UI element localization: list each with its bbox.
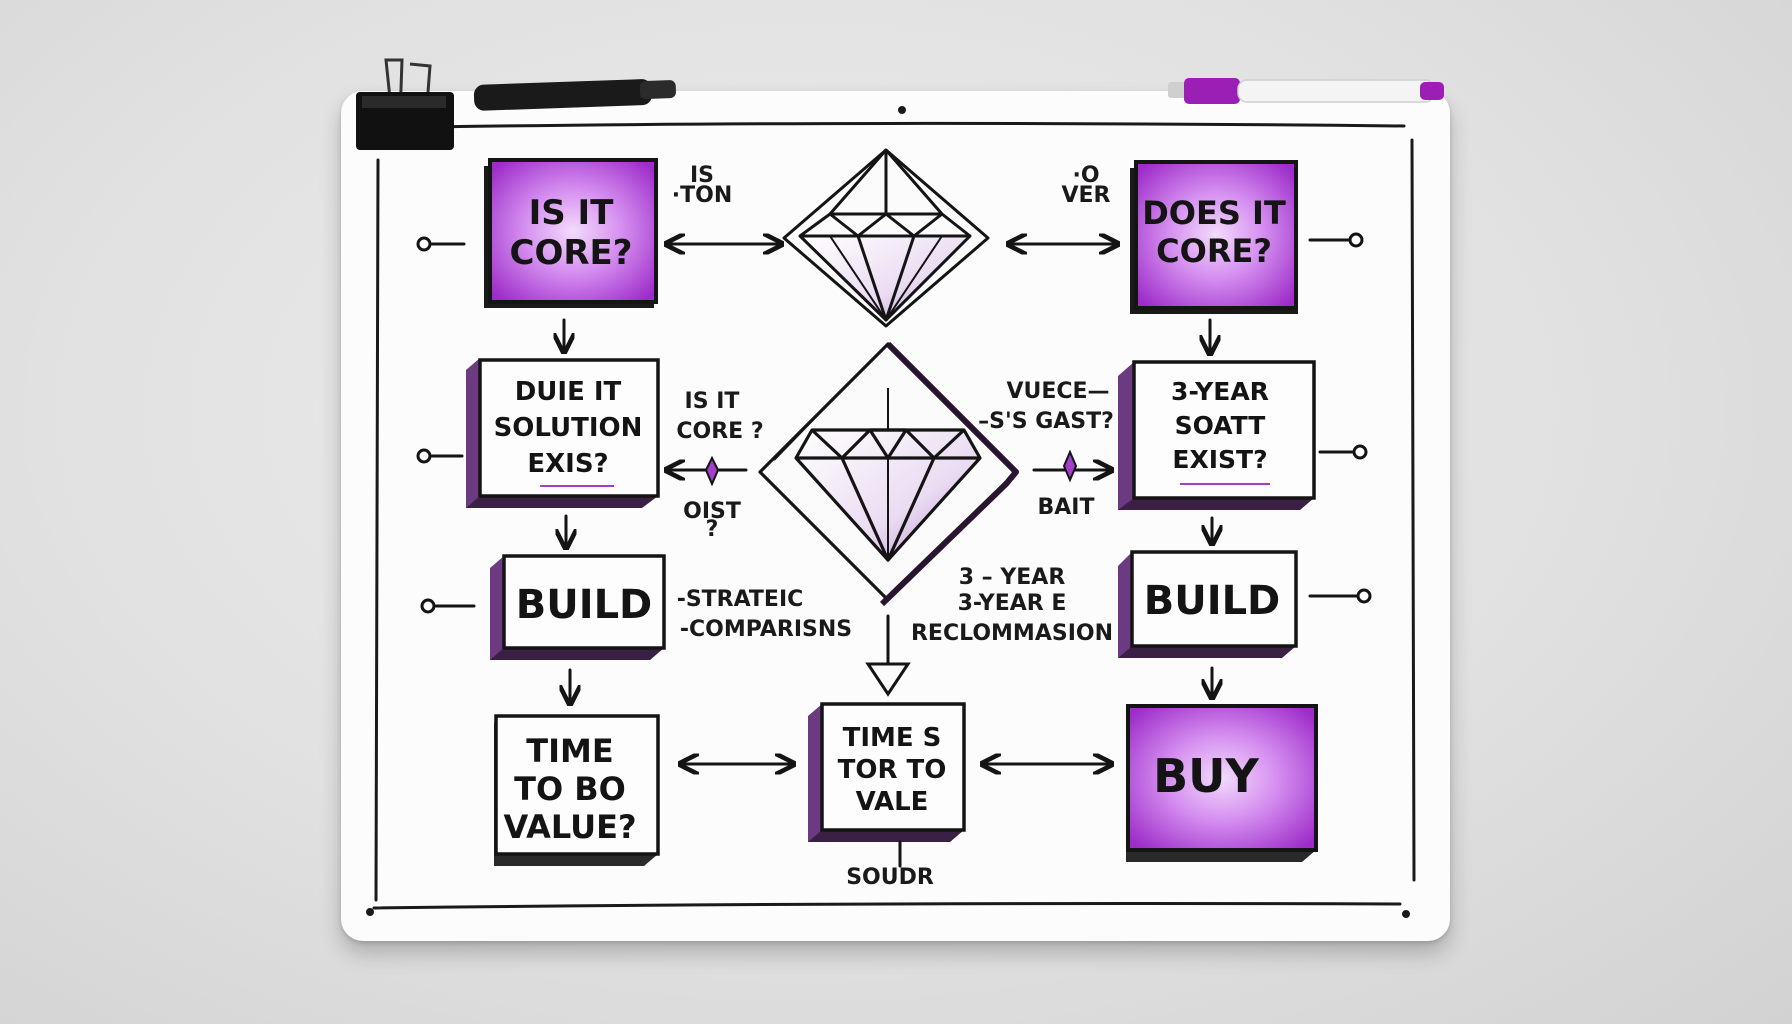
note-is-it-core-line2: CORE ? (676, 419, 763, 444)
box-duie-line1: DUIE IT (515, 377, 622, 407)
note-recommendation-line2: 3-YEAR E (958, 591, 1067, 616)
note-oist-line1: OIST (683, 499, 741, 524)
center-down-triangle (865, 662, 911, 697)
note-recommendation-line1: 3 – YEAR (959, 565, 1066, 590)
box-time-bo-line1: TIME (526, 732, 613, 770)
box-duie-line3: EXIS? (527, 449, 608, 479)
note-strategic-line1: -STRATEIC (677, 587, 804, 612)
box-time-to-bo-value: TIME TO BO VALUE? (494, 714, 660, 866)
box-build-left: BUILD (490, 554, 666, 660)
box-duie-it-solution: DUIE IT SOLUTION EXIS? (466, 358, 660, 508)
box-three-year-soatt: 3-YEAR SOATT EXIST? (1118, 360, 1316, 510)
gem-diamond-top (782, 148, 990, 328)
box-soatt-line1: 3-YEAR (1171, 377, 1269, 406)
note-bait: BAIT (1038, 495, 1095, 520)
board-frame (366, 106, 1416, 918)
note-o-ver-line2: VER (1062, 183, 1111, 208)
box-does-it-core-line1: DOES IT (1142, 194, 1286, 232)
box-time-bo-line3: VALUE? (503, 808, 636, 846)
box-build-left-label: BUILD (516, 582, 653, 628)
note-recommendation-line3: RECLOMMASION (911, 621, 1113, 646)
box-does-it-core: DOES IT CORE? (1130, 160, 1298, 314)
box-build-right-label: BUILD (1144, 578, 1281, 624)
box-vale-line3: VALE (856, 787, 929, 817)
note-is-it-core-line1: IS IT (685, 389, 740, 414)
box-soatt-line2: SOATT (1175, 411, 1266, 440)
note-oist-line2: ? (706, 517, 719, 542)
box-time-s-tor-to-vale: TIME S TOR TO VALE (808, 702, 966, 842)
box-time-bo-line2: TO BO (514, 770, 626, 808)
box-is-it-core-line2: CORE? (510, 233, 633, 273)
box-buy: BUY (1126, 704, 1318, 862)
note-is-ton-line2: ·TON (672, 183, 732, 208)
connector-arrows (564, 244, 1212, 868)
annotations: IS ·TON ·O VER IS IT CORE ? VUECE— –S'S … (672, 163, 1114, 890)
note-is-ton-line1: IS (690, 163, 714, 188)
note-vuece-line1: VUECE— (1006, 379, 1109, 404)
binder-clip-icon (356, 58, 454, 150)
box-is-it-core: IS IT CORE? (484, 158, 658, 308)
box-does-it-core-line2: CORE? (1156, 232, 1272, 270)
box-soatt-line3: EXIST? (1172, 445, 1267, 474)
purple-marker-icon (1168, 78, 1444, 104)
black-marker-icon (473, 79, 676, 111)
box-vale-line1: TIME S (843, 723, 942, 753)
gem-diamond-center (758, 341, 1019, 607)
box-vale-line2: TOR TO (838, 755, 947, 785)
note-o-ver-line1: ·O (1072, 163, 1099, 188)
box-is-it-core-line1: IS IT (529, 193, 615, 233)
note-strategic-line2: -COMPARISNS (680, 617, 852, 642)
box-buy-label: BUY (1153, 749, 1259, 803)
purple-double-arrows (704, 449, 1078, 487)
edge-connectors (416, 232, 1372, 614)
box-build-right: BUILD (1118, 550, 1298, 658)
note-soudr: SOUDR (846, 865, 934, 890)
note-vuece-line2: –S'S GAST? (978, 409, 1114, 434)
box-duie-line2: SOLUTION (494, 413, 643, 443)
